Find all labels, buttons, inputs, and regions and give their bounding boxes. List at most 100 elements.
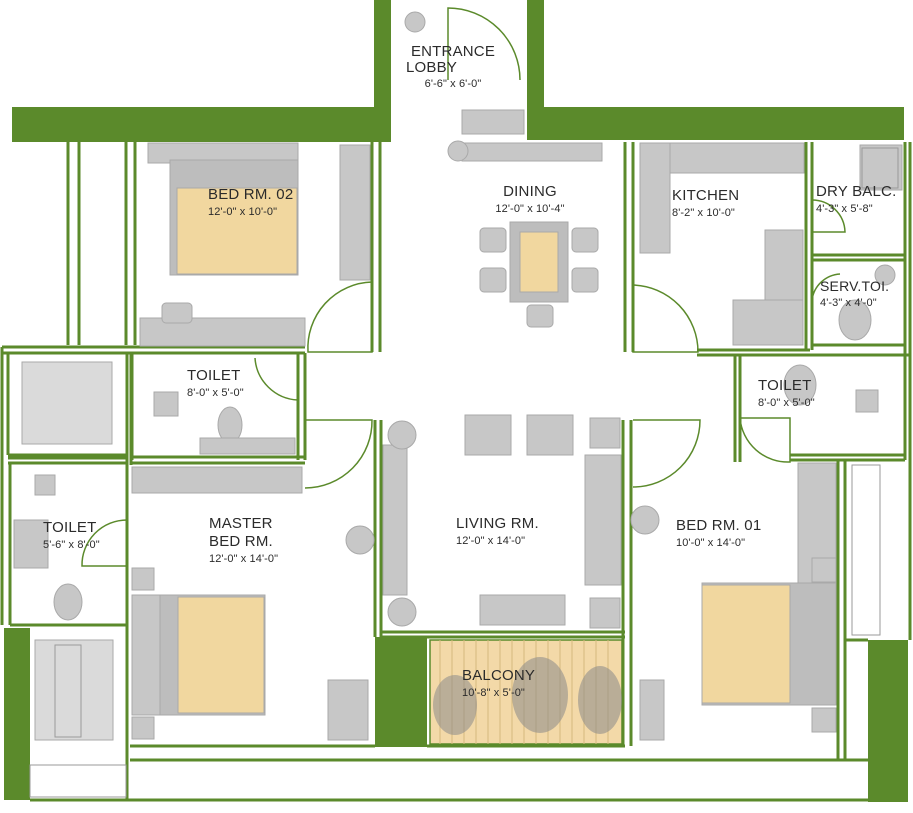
door-toilet01 <box>739 417 791 463</box>
bed-room-01-label: BED RM. 01 10'-0" x 14'-0" <box>676 518 761 549</box>
master-bath-shower <box>21 361 113 445</box>
living-sofa-right <box>584 454 622 586</box>
toilet01-shower <box>855 389 879 413</box>
dry-balcony-label: DRY BALC. 4'-3" x 5'-8" <box>816 184 896 215</box>
door-kitchen <box>632 284 699 353</box>
toilet-bed02-name: TOILET <box>187 367 241 384</box>
dining-chair <box>526 304 554 328</box>
living-console <box>479 594 566 626</box>
balcony-label: BALCONY 10'-8" x 5'-0" <box>462 668 535 699</box>
service-toilet-name: SERV.TOI. <box>820 278 890 294</box>
living-room-label: LIVING RM. 12'-0" x 14'-0" <box>456 516 539 547</box>
living-plant <box>387 597 417 627</box>
kitchen-counter-left <box>639 142 671 254</box>
toilet-master-label: TOILET 5'-6" x 8'-0" <box>43 520 100 551</box>
furniture <box>13 11 903 741</box>
living-room-size: 12'-0" x 14'-0" <box>456 534 526 547</box>
living-plant <box>387 420 417 450</box>
thin-walls <box>0 142 912 802</box>
entrance-lobby-size: 6'-6" x 6'-0" <box>424 77 482 90</box>
serv-wc <box>838 299 872 341</box>
door-swings <box>81 7 846 567</box>
service-toilet-size: 4'-3" x 4'-0" <box>820 296 877 309</box>
master-bed-room-size: 12'-0" x 14'-0" <box>209 552 279 565</box>
wall-lobby-left <box>374 0 391 142</box>
master-chaise <box>327 679 369 741</box>
master-mattress <box>177 596 265 714</box>
dry-balcony-size: 4'-3" x 5'-8" <box>816 202 873 215</box>
master-bath-vanity <box>13 519 49 569</box>
master-bath-tub <box>34 639 114 741</box>
bed-room-01-size: 10'-0" x 14'-0" <box>676 536 746 549</box>
dining-chair <box>479 227 507 253</box>
living-side-table <box>589 417 621 449</box>
dining-table <box>519 231 559 293</box>
toilet-master-size: 5'-6" x 8'-0" <box>43 538 100 551</box>
grille <box>29 764 127 798</box>
wall-right-bottom-pier <box>868 640 908 802</box>
wall-balcony-left-pier <box>375 637 427 747</box>
bed02-wardrobe <box>339 144 371 281</box>
door-bed01 <box>632 419 701 488</box>
living-sofa-left <box>382 444 408 596</box>
bed01-side-table <box>811 557 837 583</box>
balcony-size: 10'-8" x 5'-0" <box>462 686 525 699</box>
bed-room-02-size: 12'-0" x 10'-0" <box>208 205 278 218</box>
grille <box>851 464 881 636</box>
lobby-plant <box>447 140 469 162</box>
grille <box>54 644 82 738</box>
door-toilet-master <box>81 519 128 567</box>
dry-balcony-name: DRY BALC. <box>816 183 897 200</box>
bed-room-02-label: BED RM. 02 12'-0" x 10'-0" <box>208 187 293 218</box>
toilet-bed01-label: TOILET 8'-0" x 5'-0" <box>758 378 815 409</box>
master-wardrobe <box>131 466 303 494</box>
toilet02-shower <box>153 391 179 417</box>
dining-size: 12'-0" x 10'-4" <box>495 202 565 215</box>
exterior-walls <box>4 0 908 802</box>
plant <box>512 657 568 733</box>
toilet-master-name: TOILET <box>43 519 97 536</box>
toilet01-wc <box>783 364 817 406</box>
bed01-side-table <box>811 707 837 733</box>
master-side-table <box>131 567 155 591</box>
master-bed-room-name-line2: BED RM. <box>209 532 273 550</box>
window-grilles <box>29 147 899 798</box>
plant <box>433 675 477 735</box>
door-lobby <box>447 7 521 81</box>
master-bed-room-name-line1: MASTER <box>209 515 273 532</box>
master-bath-wc <box>53 583 83 621</box>
master-bed-room-label: MASTER BED RM. 12'-0" x 14'-0" <box>209 516 278 565</box>
toilet-bed01-size: 8'-0" x 5'-0" <box>758 396 815 409</box>
toilet-bed01-name: TOILET <box>758 377 812 394</box>
wall-top-left <box>12 107 390 142</box>
kitchen-size: 8'-2" x 10'-0" <box>672 206 735 219</box>
entrance-lobby-label: ENTRANCE LOBBY 6'-6" x 6'-0" <box>398 44 508 90</box>
bed01-mattress <box>701 584 791 704</box>
wall-lobby-right <box>527 0 544 140</box>
bed01-chaise <box>639 679 665 741</box>
grille <box>861 147 899 189</box>
door-drybalc <box>811 199 846 233</box>
wall-left-bottom-pier <box>4 628 30 800</box>
door-servtoilet <box>811 270 841 301</box>
kitchen-name: KITCHEN <box>672 187 740 204</box>
lobby-bench <box>461 142 603 162</box>
bed01-plant <box>630 505 660 535</box>
service-toilet-label: SERV.TOI. 4'-3" x 4'-0" <box>820 279 889 309</box>
living-armchair <box>464 414 512 456</box>
kitchen-label: KITCHEN 8'-2" x 10'-0" <box>672 188 739 219</box>
door-master <box>304 419 373 489</box>
serv-basin <box>874 264 896 286</box>
dining-label: DINING 12'-0" x 10'-4" <box>480 184 580 215</box>
door-bed02 <box>307 281 373 353</box>
door-toilet02 <box>254 355 299 401</box>
bed-room-01-name: BED RM. 01 <box>676 517 762 534</box>
dining-chair <box>479 267 507 293</box>
master-side-table <box>131 716 155 740</box>
bed-room-02-name: BED RM. 02 <box>208 186 294 203</box>
dining-name: DINING <box>503 183 557 200</box>
balcony-name: BALCONY <box>462 667 536 684</box>
toilet02-counter <box>199 437 296 455</box>
balcony-plants <box>433 657 622 735</box>
